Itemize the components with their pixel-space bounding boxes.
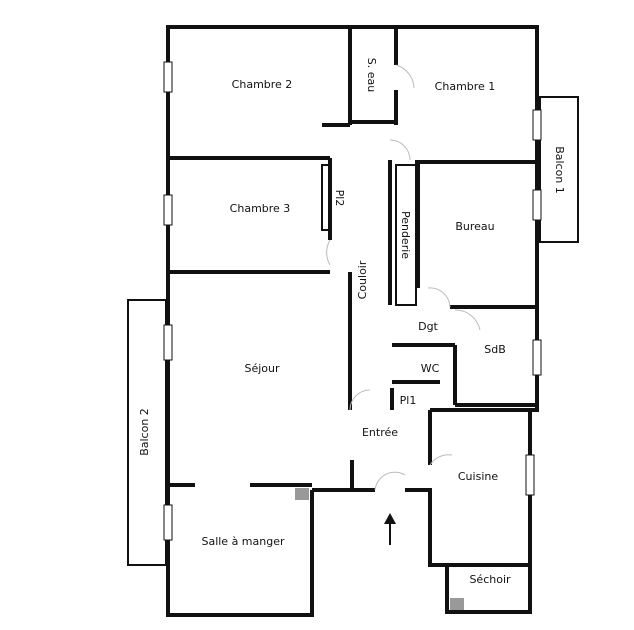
label-sechoir: Séchoir [469,573,511,586]
balcon2-outline [127,299,167,566]
label-couloir: Couloir [356,260,369,299]
label-sdb: SdB [484,343,506,356]
column [450,598,464,610]
label-penderie: Penderie [399,211,412,259]
entrance-arrow-icon [384,513,396,545]
label-dgt: Dgt [418,320,438,333]
label-entree: Entrée [362,426,398,439]
pl2-shelves [321,164,331,231]
walls [127,25,579,617]
label-chambre1: Chambre 1 [435,80,496,93]
balcon1-outline [539,96,579,243]
label-balcon1: Balcon 1 [553,146,566,194]
label-wc: WC [421,362,440,375]
label-cuisine: Cuisine [458,470,498,483]
column [295,488,309,500]
label-sejour: Séjour [244,362,280,375]
label-balcon2: Balcon 2 [138,408,151,456]
label-salle-a-manger: Salle à manger [201,535,285,548]
label-pl2: Pl2 [333,190,346,207]
label-bureau: Bureau [455,220,494,233]
label-seau: S. eau [365,58,378,92]
label-chambre2: Chambre 2 [232,78,293,91]
label-chambre3: Chambre 3 [230,202,291,215]
windows [163,61,542,541]
label-pl1: Pl1 [400,394,417,407]
